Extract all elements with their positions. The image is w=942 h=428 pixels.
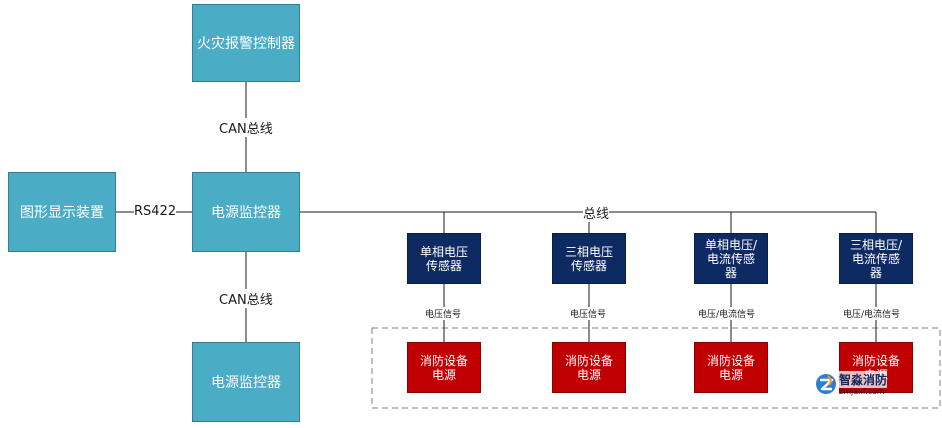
edge-label-signal-3: 电压/电流信号 [698, 307, 756, 320]
edge-label-can-top: CAN总线 [219, 118, 273, 137]
watermark-logo-icon [816, 374, 836, 394]
supply-group-boundary [371, 327, 941, 409]
power-supply-node-3: 消防设备 电源 [694, 342, 768, 393]
power-monitor-sub-node: 电源监控器 [192, 342, 300, 422]
edge-label-can-bottom: CAN总线 [219, 289, 273, 308]
watermark: 智淼消防 zmjaxf.com [815, 371, 903, 401]
watermark-url: zmjaxf.com [839, 387, 885, 396]
power-supply-node-1: 消防设备 电源 [407, 342, 481, 393]
edge-label-signal-1: 电压信号 [425, 307, 462, 320]
edge-label-signal-4: 电压/电流信号 [843, 307, 901, 320]
graphic-display-node: 图形显示装置 [8, 172, 116, 252]
power-monitor-main-node: 电源监控器 [192, 172, 300, 252]
edge-label-bus: 总线 [583, 203, 610, 222]
sensor-node-4: 三相电压/ 电流传感 器 [839, 233, 913, 284]
edge-label-signal-2: 电压信号 [570, 307, 607, 320]
fire-alarm-controller-node: 火灾报警控制器 [192, 4, 300, 82]
watermark-name: 智淼消防 [839, 371, 888, 388]
sensor-node-1: 单相电压 传感器 [407, 233, 481, 284]
sensor-node-2: 三相电压 传感器 [552, 233, 626, 284]
sensor-node-3: 单相电压/ 电流传感 器 [694, 233, 768, 284]
edge-label-rs422: RS422 [134, 204, 177, 219]
power-supply-node-2: 消防设备 电源 [552, 342, 626, 393]
